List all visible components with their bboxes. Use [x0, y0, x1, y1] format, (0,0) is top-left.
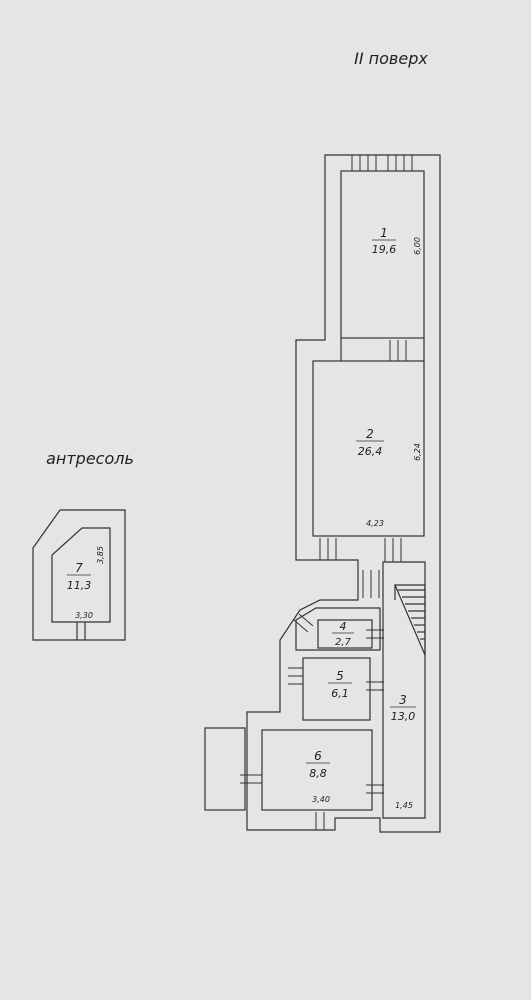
room-3-area: 13,0: [391, 710, 416, 723]
room-5: [302, 657, 371, 721]
room-1-number: 1: [380, 226, 388, 240]
dim-room3-width: 1,45: [395, 801, 413, 810]
dim-room7-height: 3,85: [96, 546, 105, 564]
room-7-number: 7: [75, 561, 83, 575]
room-6-number: 6: [314, 749, 322, 763]
room-2-number: 2: [366, 427, 374, 441]
mezzanine-title: антресоль: [46, 449, 134, 468]
room-3-number: 3: [399, 693, 407, 707]
room-3: [382, 561, 426, 819]
room-7: [51, 527, 111, 623]
hall: [295, 607, 381, 651]
room-1-area: 19,6: [372, 243, 397, 256]
room-6: [261, 729, 373, 811]
stair: [394, 584, 426, 656]
room-5-area: 6,1: [331, 687, 349, 700]
floor-title: II поверх: [354, 49, 428, 68]
outer-wall: [246, 154, 441, 833]
dim-room2-height: 6,24: [413, 443, 422, 461]
mezzanine-outer: [32, 509, 126, 641]
annex: [204, 727, 246, 811]
dimension-labels: 6,00 6,24 4,23 1,45 3,40 3,85 3,30: [75, 237, 422, 810]
room-4-number: 4: [340, 620, 347, 633]
dim-room6-width: 3,40: [312, 795, 330, 804]
room-1: [340, 170, 425, 339]
room-6-area: 8,8: [309, 767, 327, 780]
dim-room2-width: 4,23: [366, 519, 384, 528]
room-2: [312, 360, 425, 537]
openings: [240, 155, 413, 830]
room-labels: 1 19,6 2 26,4 3 13,0 4 2,7 5 6,1 6 8,8 7…: [67, 226, 416, 780]
room-5-number: 5: [336, 669, 344, 683]
room-4: [317, 619, 373, 649]
room-7-area: 11,3: [67, 579, 92, 592]
dim-room7-width: 3,30: [75, 611, 93, 620]
room-4-area: 2,7: [335, 637, 352, 648]
dim-room1-height: 6,00: [413, 237, 422, 255]
room-2-area: 26,4: [358, 445, 383, 458]
